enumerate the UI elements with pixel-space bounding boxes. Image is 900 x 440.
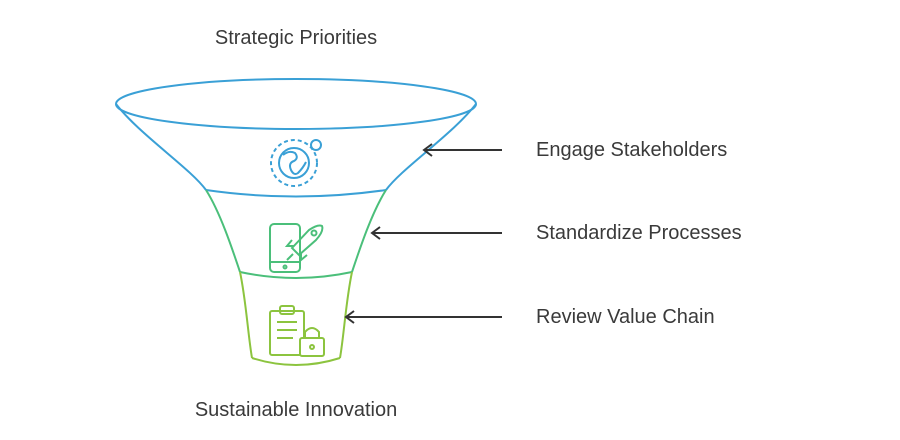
stage-label-review-value-chain: Review Value Chain [536,306,715,328]
stage-2-arrow [370,226,502,240]
stage-label-engage-stakeholders: Engage Stakeholders [536,139,728,161]
phone-rocket-icon [269,223,324,273]
clipboard-lock-icon [269,305,325,357]
stage-1-arrow [422,143,502,157]
globe-icon [270,139,322,187]
funnel-stage-2 [205,189,387,279]
stage-label-standardize-processes: Standardize Processes [536,222,742,244]
funnel-bottom-label: Sustainable Innovation [194,399,398,421]
stage-3-arrow [344,310,502,324]
funnel-stage-1 [115,78,477,198]
funnel-stage-3 [239,271,353,366]
funnel-top-label: Strategic Priorities [214,27,378,49]
